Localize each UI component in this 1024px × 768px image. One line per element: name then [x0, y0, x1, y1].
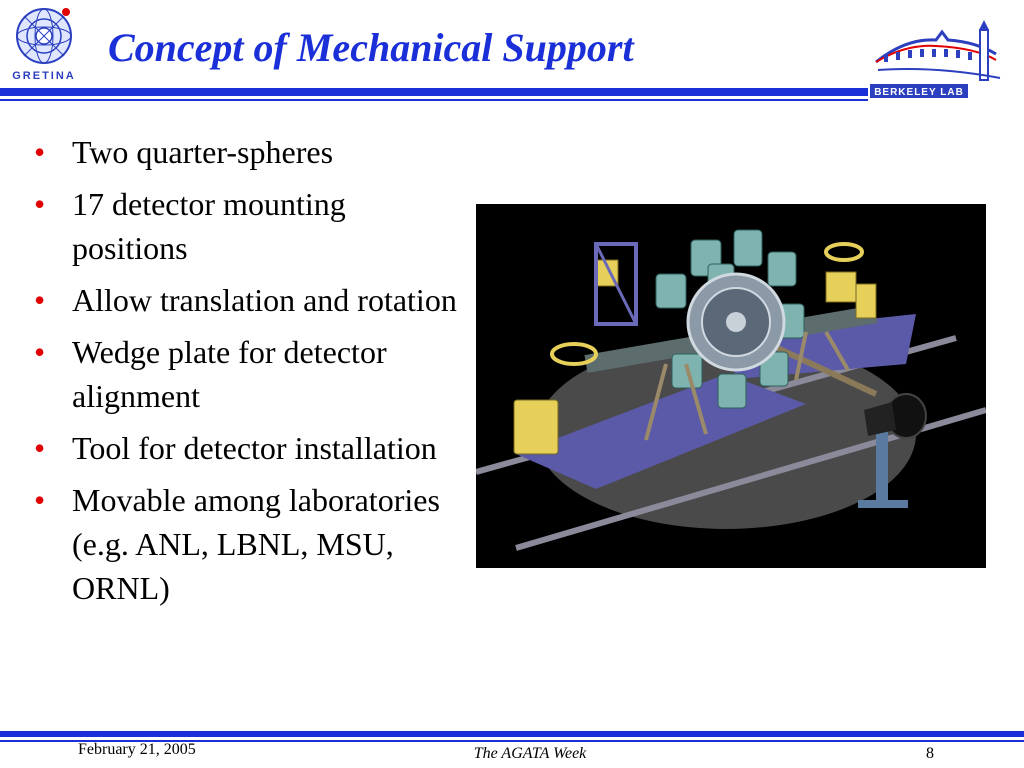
- bullet-item: • Movable among laboratories (e.g. ANL, L…: [34, 478, 464, 610]
- bullet-text: Movable among laboratories (e.g. ANL, LB…: [72, 482, 440, 606]
- bullet-item: • 17 detector mounting positions: [34, 182, 464, 270]
- footer-date: February 21, 2005: [78, 741, 196, 758]
- berkeley-lab-logo-text: BERKELEY LAB: [874, 87, 964, 98]
- bullet-dot-icon: •: [34, 430, 46, 466]
- title-rule: [0, 88, 868, 96]
- footer-event: The AGATA Week: [473, 745, 587, 762]
- footer-rule-thin: [0, 740, 1024, 742]
- mechanical-support-render-image: [476, 204, 986, 568]
- bullet-item: • Wedge plate for detector alignment: [34, 330, 464, 418]
- bullet-dot-icon: •: [34, 282, 46, 318]
- berkeley-lab-logo-icon: BERKELEY LAB: [870, 20, 1001, 98]
- page-title: Concept of Mechanical Support: [108, 25, 634, 70]
- bullet-dot-icon: •: [34, 134, 46, 170]
- bullet-text: Allow translation and rotation: [72, 282, 457, 318]
- footer-rule: [0, 731, 1024, 737]
- bullet-text: Two quarter-spheres: [72, 134, 334, 170]
- gretina-logo-icon: GRETINA: [12, 8, 76, 82]
- bullet-item: • Tool for detector installation: [34, 426, 464, 470]
- bullet-text: Wedge plate for detector alignment: [72, 334, 387, 414]
- title-rule-thin: [0, 99, 868, 101]
- bullet-text: 17 detector mounting positions: [72, 186, 346, 266]
- bullet-list: • Two quarter-spheres • 17 detector mounti…: [34, 130, 464, 618]
- page-number: 8: [926, 745, 934, 762]
- gretina-logo-text: GRETINA: [12, 70, 76, 82]
- bullet-dot-icon: •: [34, 186, 46, 222]
- bullet-dot-icon: •: [34, 334, 46, 370]
- bullet-text: Tool for detector installation: [72, 430, 437, 466]
- bullet-item: • Two quarter-spheres: [34, 130, 464, 174]
- bullet-dot-icon: •: [34, 482, 46, 518]
- bullet-item: • Allow translation and rotation: [34, 278, 464, 322]
